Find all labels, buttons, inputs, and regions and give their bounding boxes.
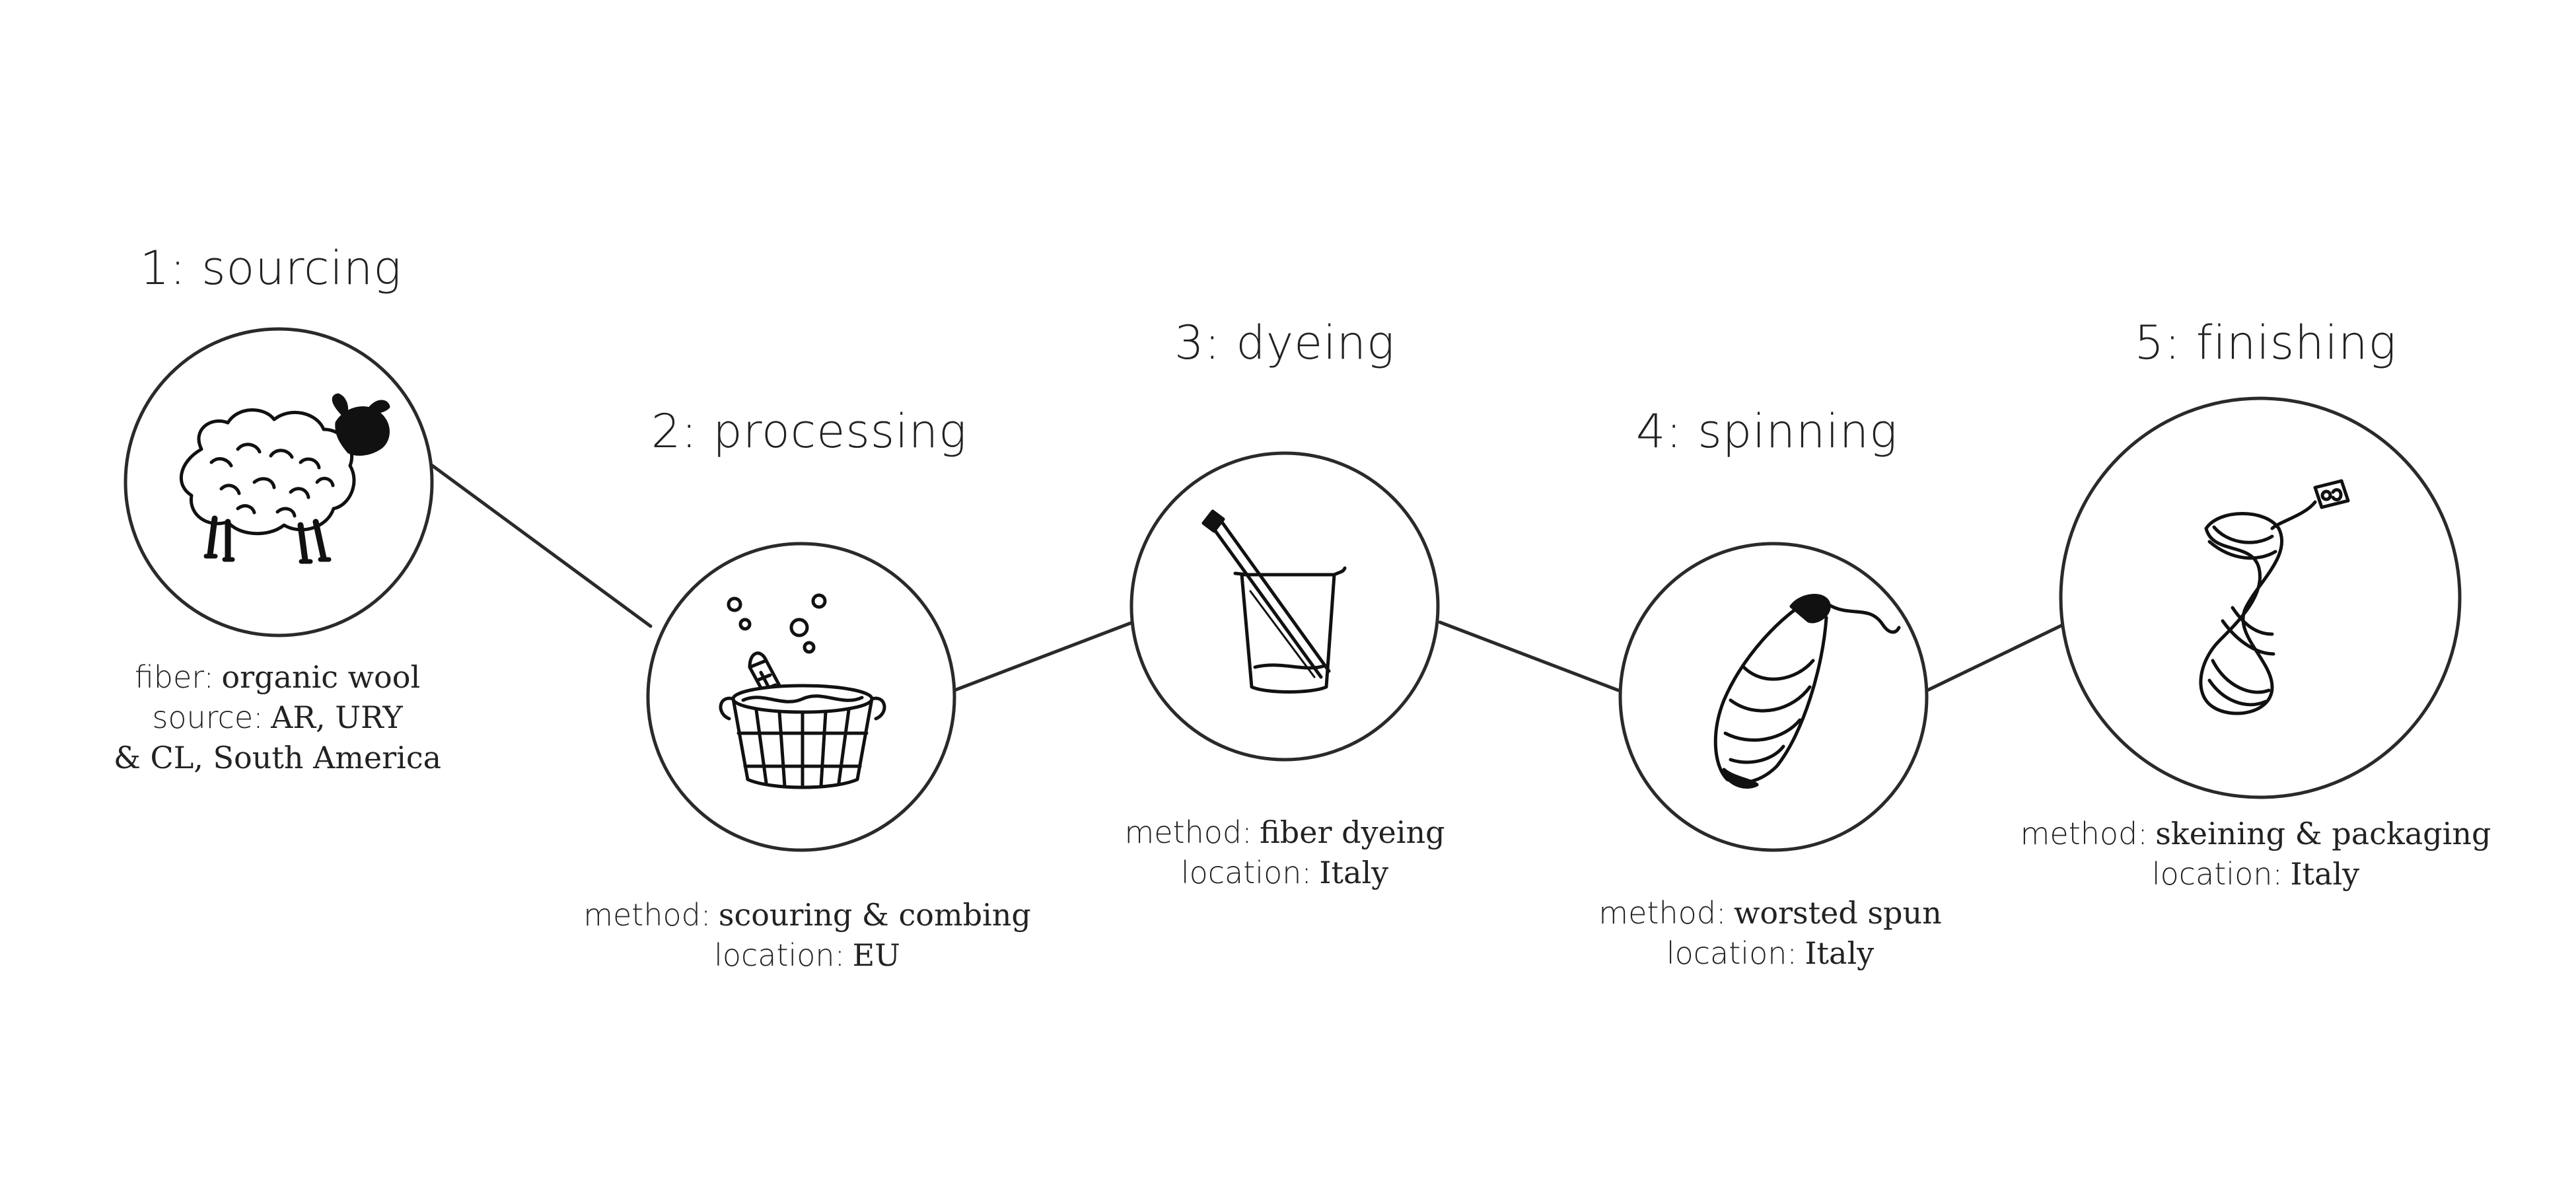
- step-4-location: location: Italy: [1666, 935, 1875, 971]
- sheep-icon: [180, 393, 390, 564]
- step-4-info: method: worsted spun location: Italy: [1598, 893, 1941, 974]
- step-2-location: location: EU: [714, 937, 900, 973]
- step-5-circle: [2059, 396, 2462, 799]
- step-2-method: method: scouring & combing: [583, 897, 1031, 933]
- washtub-washboard-icon: [719, 593, 886, 789]
- step-3-method: method: fiber dyeing: [1124, 814, 1445, 850]
- step-5-location: location: Italy: [2151, 856, 2360, 892]
- step-1-info: fiber: organic wool source: AR, URY & CL…: [114, 657, 441, 778]
- step-5-method: method: skeining & packaging: [2020, 816, 2491, 851]
- step-1-fiber: fiber: organic wool: [134, 659, 421, 695]
- step-5-title: 5: finishing: [2134, 316, 2397, 370]
- step-3-info: method: fiber dyeing location: Italy: [1124, 812, 1445, 893]
- step-5-info: method: skeining & packaging location: I…: [2021, 814, 2491, 894]
- step-2-info: method: scouring & combing location: EU: [583, 895, 1031, 976]
- step-4-method: method: worsted spun: [1598, 895, 1942, 931]
- step-2-title: 2: processing: [651, 404, 968, 458]
- step-1-source: source: AR, URY: [152, 700, 403, 735]
- step-3-location: location: Italy: [1180, 855, 1389, 890]
- connector-4-5: [1925, 622, 2066, 692]
- yarn-cone-icon: [1713, 594, 1901, 789]
- connector-2-3: [952, 620, 1135, 692]
- step-3-title: 3: dyeing: [1174, 316, 1396, 370]
- yarn-skein-tag-icon: [2199, 479, 2350, 715]
- step-1-source-cont: & CL, South America: [113, 740, 442, 775]
- connector-3-4: [1438, 620, 1620, 692]
- beaker-pipette-icon: [1201, 509, 1347, 694]
- step-1-title: 1: sourcing: [139, 241, 402, 295]
- connector-1-2: [429, 462, 653, 628]
- step-4-title: 4: spinning: [1635, 404, 1898, 458]
